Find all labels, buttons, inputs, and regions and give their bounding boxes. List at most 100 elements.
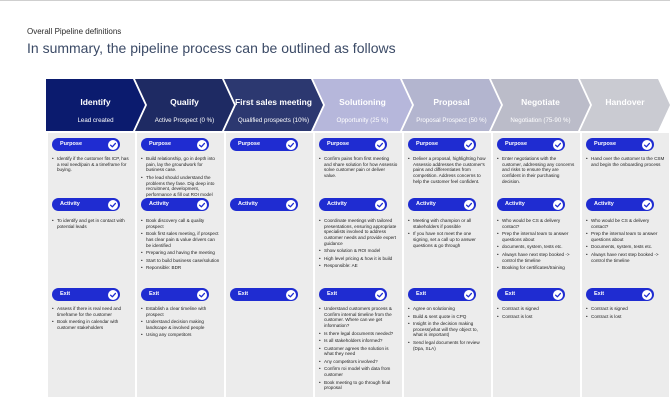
purpose-pill: Purpose — [497, 138, 565, 151]
purpose-list: Confirm pains from first meeting and sha… — [319, 156, 398, 181]
exit-list: Contract is signedContract is lost — [497, 306, 576, 321]
check-circle-icon — [464, 139, 474, 150]
activity-list: Book discovery call & quality prospectBo… — [141, 218, 220, 273]
list-item: If you have not meet the one signing, se… — [408, 231, 487, 248]
purpose-pill-label: Purpose — [416, 141, 439, 147]
check-circle-icon — [553, 139, 563, 150]
exit-pill: Exit — [52, 288, 120, 301]
list-item: Book meeting to go through final proposa… — [319, 380, 398, 391]
check-circle-icon — [642, 139, 652, 150]
check-circle-icon — [286, 199, 296, 210]
activity-pill: Activity — [230, 198, 298, 211]
exit-list: Establish a clear timeline with prospect… — [141, 306, 220, 340]
list-item: Build & sent quote in CPQ — [408, 314, 487, 320]
check-circle-icon — [286, 289, 296, 300]
list-item: Insight in the decision making process(w… — [408, 321, 487, 338]
list-item: To identify and get in contact with pote… — [52, 218, 131, 229]
check-circle-icon — [464, 289, 474, 300]
activity-pill-label: Activity — [327, 201, 347, 207]
exit-pill-label: Exit — [505, 291, 516, 297]
stage-title: Handover — [605, 97, 645, 107]
stage-subtitle: Negotiation (75-90 %) — [510, 117, 571, 124]
stage-title: Solutioning — [339, 97, 386, 107]
list-item: Always have next step booked -> control … — [497, 252, 576, 263]
exit-list: Contract is signedContract is lost — [586, 306, 665, 321]
column-handover — [582, 133, 669, 397]
stage-subtitle: Proposal Prospect (50 %) — [416, 117, 487, 124]
check-circle-icon — [642, 199, 652, 210]
activity-pill: Activity — [497, 198, 565, 211]
exit-list: Agree on solutioningBuild & sent quote i… — [408, 306, 487, 353]
exit-pill: Exit — [408, 288, 476, 301]
activity-list: To identify and get in contact with pote… — [52, 218, 131, 231]
list-item: Contract is signed — [586, 306, 665, 312]
check-circle-icon — [197, 139, 207, 150]
list-item: Enter negotiations with the customer, ad… — [497, 156, 576, 185]
activity-pill-label: Activity — [149, 201, 169, 207]
check-circle-icon — [642, 289, 652, 300]
activity-pill: Activity — [141, 198, 209, 211]
purpose-pill: Purpose — [408, 138, 476, 151]
purpose-list: Hand over the customer to the CSM and be… — [586, 156, 665, 169]
exit-pill: Exit — [230, 288, 298, 301]
activity-list: Meeting with champion or all stakeholder… — [408, 218, 487, 250]
purpose-list: Deliver a proposal, highlighting how Ass… — [408, 156, 487, 186]
activity-pill: Activity — [408, 198, 476, 211]
list-item: Prep the internal team to answer questio… — [497, 231, 576, 242]
exit-pill-label: Exit — [60, 291, 71, 297]
purpose-pill: Purpose — [141, 138, 209, 151]
list-item: Build relationship, go in depth into pai… — [141, 156, 220, 173]
check-circle-icon — [464, 199, 474, 210]
stage-subtitle: Opportunity (25 %) — [336, 117, 389, 124]
purpose-list: Enter negotiations with the customer, ad… — [497, 156, 576, 186]
purpose-pill-label: Purpose — [327, 141, 350, 147]
exit-list: Assess if there is real need and timefra… — [52, 306, 131, 332]
stage-title: Qualify — [170, 97, 199, 107]
list-item: Confirm roi model with data from custome… — [319, 366, 398, 377]
check-circle-icon — [375, 139, 385, 150]
list-item: Identify if the customer fits ICP, has a… — [52, 156, 131, 173]
purpose-pill: Purpose — [52, 138, 120, 151]
stage-title: Proposal — [433, 97, 470, 107]
exit-pill: Exit — [497, 288, 565, 301]
activity-pill-label: Activity — [416, 201, 436, 207]
list-item: Booking for certificates/training — [497, 265, 576, 271]
list-item: Agree on solutioning — [408, 306, 487, 312]
list-item: Start to build business case/solution — [141, 258, 220, 264]
list-item: Is there legal documents needed? — [319, 331, 398, 337]
page-title: In summary, the pipeline process can be … — [27, 40, 396, 56]
stage-subtitle: Active Prospect (0 %) — [154, 117, 215, 124]
list-item: Coordinate meetings with tailored presen… — [319, 218, 398, 247]
list-item: Preparing and having the meeting — [141, 250, 220, 256]
check-circle-icon — [108, 199, 118, 210]
list-item: Confirm pains from first meeting and sha… — [319, 156, 398, 179]
exit-pill-label: Exit — [327, 291, 338, 297]
exit-pill: Exit — [319, 288, 387, 301]
stage-subtitle: Qualified prospects (10%) — [237, 117, 310, 124]
list-item: documents, system, tests etc. — [497, 244, 576, 250]
check-circle-icon — [108, 289, 118, 300]
list-item: High level pricing & how it is build — [319, 256, 398, 262]
list-item: Establish a clear timeline with prospect — [141, 306, 220, 317]
activity-pill-label: Activity — [594, 201, 614, 207]
list-item: Is all stakeholders informed? — [319, 338, 398, 344]
stage-title: First sales meeting — [234, 97, 312, 107]
purpose-list: Build relationship, go in depth into pai… — [141, 156, 220, 200]
list-item: Always have next step booked -> control … — [586, 252, 665, 263]
top-divider — [0, 0, 670, 1]
purpose-list: Identify if the customer fits ICP, has a… — [52, 156, 131, 175]
purpose-pill-label: Purpose — [60, 141, 83, 147]
check-circle-icon — [108, 139, 118, 150]
list-item: Contract is signed — [497, 306, 576, 312]
activity-list: Who would be CS & delivery contact?Prep … — [497, 218, 576, 273]
list-item: Show solution & ROI model — [319, 248, 398, 254]
purpose-pill-label: Purpose — [238, 141, 261, 147]
stage-title: Identify — [80, 97, 111, 107]
activity-pill: Activity — [319, 198, 387, 211]
